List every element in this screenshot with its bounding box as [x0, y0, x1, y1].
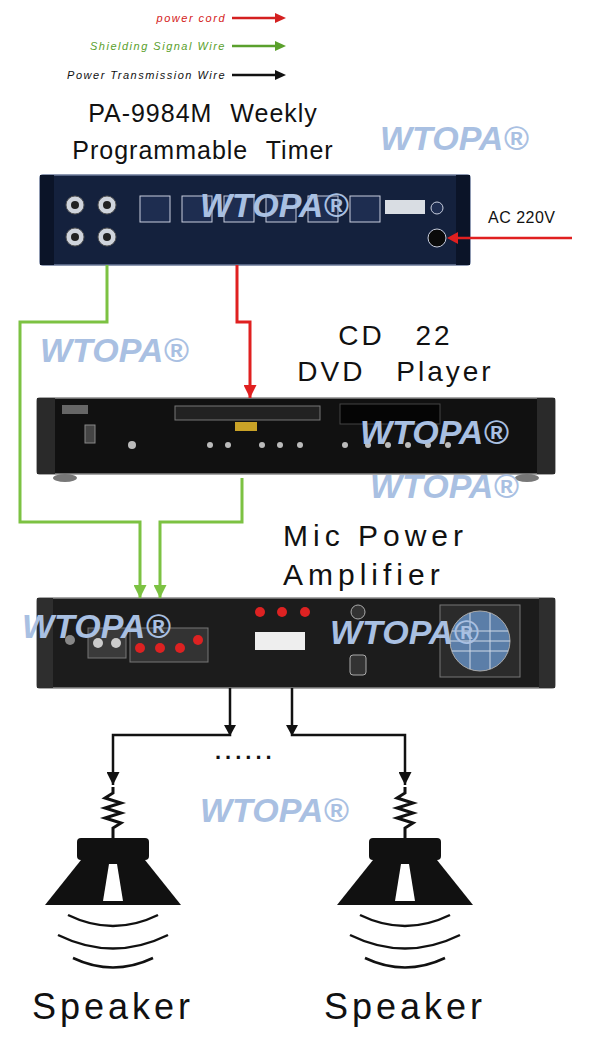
legend-swatch [232, 45, 276, 48]
speaker-symbol [105, 787, 121, 838]
legend-row: Shielding Signal Wire [0, 38, 295, 54]
watermark: WTOPA® [200, 790, 348, 830]
timer-panel [98, 228, 116, 246]
ac-input-arrow [455, 237, 572, 240]
timer-panel [456, 175, 470, 265]
legend-swatch [232, 74, 276, 77]
dvd-player-panel [62, 405, 88, 414]
dvd-player-panel [37, 398, 555, 474]
amplifier-panel [277, 607, 287, 617]
dvd-player-panel [175, 406, 320, 420]
amplifier-panel [350, 655, 366, 675]
timer-panel [98, 196, 116, 214]
bus-arrowhead [224, 725, 298, 736]
timer-panel [71, 201, 79, 209]
device-title: CD 22 DVD Player [293, 318, 498, 390]
device-title: Mic Power Amplifier [283, 516, 505, 594]
timer-panel [140, 196, 170, 222]
dvd-player-panel [297, 442, 303, 448]
connector [113, 688, 230, 785]
legend-swatch [232, 17, 276, 20]
amplifier-panel [255, 632, 305, 650]
legend-swatch [275, 13, 286, 23]
timer-panel [40, 175, 470, 265]
timer-panel [385, 200, 425, 214]
legend-swatch [230, 38, 290, 54]
speaker-label: Speaker [310, 985, 500, 1029]
legend-row: Power Transmission Wire [0, 67, 295, 83]
dvd-player-panel [85, 425, 95, 443]
timer-panel [40, 175, 54, 265]
connector [292, 688, 405, 785]
legend-swatch [275, 41, 286, 51]
speaker-symbol [73, 958, 153, 968]
watermark: WTOPA® [380, 118, 528, 158]
legend-text: Power Transmission Wire [0, 67, 226, 83]
timer-panel [71, 233, 79, 241]
dvd-player-panel [207, 442, 213, 448]
dvd-player-panel [128, 441, 136, 449]
watermark: WTOPA® [40, 330, 188, 370]
speaker-symbol [68, 915, 158, 926]
speaker-symbol [58, 935, 168, 949]
timer-panel [428, 229, 446, 247]
watermark: WTOPA® [200, 185, 348, 225]
legend-text: power cord [0, 10, 226, 26]
connector [237, 265, 250, 398]
amplifier-panel [539, 598, 555, 688]
timer-panel [431, 202, 443, 214]
timer-panel [66, 228, 84, 246]
dvd-player-panel [53, 474, 77, 482]
amplifier-panel [255, 607, 265, 617]
watermark: WTOPA® [330, 612, 478, 652]
timer-panel [350, 196, 380, 222]
legend-swatch [230, 10, 290, 26]
dvd-player-panel [277, 442, 283, 448]
dvd-player-panel [515, 474, 539, 482]
amplifier-panel [490, 613, 491, 669]
speaker: Speaker [18, 785, 208, 1047]
speaker-symbol [45, 787, 181, 968]
dvd-player-panel [259, 442, 265, 448]
speaker-label: Speaker [18, 985, 208, 1029]
timer-panel [103, 201, 111, 209]
amplifier-panel [193, 635, 203, 645]
device-title: PA-9984M Weekly Programmable Timer [48, 95, 358, 169]
legend-swatch [230, 67, 290, 83]
watermark: WTOPA® [370, 466, 518, 506]
legend-text: Shielding Signal Wire [0, 38, 226, 54]
dvd-player-panel [37, 398, 55, 474]
watermark: WTOPA® [22, 606, 170, 646]
watermark: WTOPA® [360, 412, 508, 452]
timer-panel [103, 233, 111, 241]
amplifier-panel [175, 643, 185, 653]
speaker-symbol [103, 864, 123, 901]
dvd-player-panel [225, 442, 231, 448]
timer-panel [66, 196, 84, 214]
dvd-player-panel [235, 422, 257, 431]
ac-input-arrow [447, 232, 458, 244]
legend-swatch [275, 70, 286, 80]
connector [160, 478, 242, 598]
ac-input-arrow [447, 232, 572, 244]
connector [20, 265, 140, 598]
speaker-symbol [45, 860, 181, 905]
dvd-player-panel [537, 398, 555, 474]
speaker-symbol [77, 838, 149, 860]
ellipsis-mark: ...... [215, 740, 276, 764]
timer-panel [40, 175, 470, 265]
speaker-symbol [337, 787, 473, 968]
legend-row: power cord [0, 10, 295, 26]
power-input-label: AC 220V [488, 208, 556, 228]
dvd-player-panel [342, 442, 348, 448]
amplifier-panel [300, 607, 310, 617]
